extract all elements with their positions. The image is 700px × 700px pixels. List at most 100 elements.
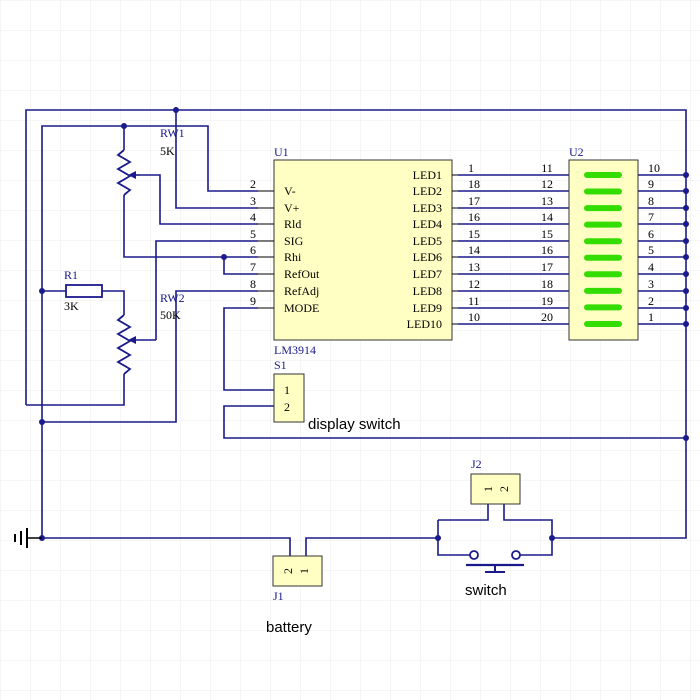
ground-icon: [14, 528, 42, 548]
u1-pin-name: LED5: [413, 234, 442, 248]
u1-pin-num: 17: [468, 194, 480, 208]
j1-ref: J1: [273, 589, 284, 603]
u2-pin-num: 19: [541, 294, 553, 308]
u1-pin-num: 9: [250, 294, 256, 308]
u2-pin-num: 3: [648, 277, 654, 291]
led-segment: [584, 271, 622, 278]
u1-part: LM3914: [274, 343, 316, 357]
led-segment: [584, 172, 622, 178]
u2-pin-num: 1: [648, 310, 654, 324]
u1-pin-name: LED7: [413, 267, 442, 281]
u2-pin-num: 18: [541, 277, 553, 291]
rw1-potentiometer[interactable]: [116, 126, 140, 210]
u2-pin-num: 14: [541, 210, 553, 224]
u1-pin-num: 12: [468, 277, 480, 291]
u1-pin-num: 2: [250, 177, 256, 191]
u2-right-pins: 10 9 8 7 6 5 4 3 2 1: [648, 161, 660, 324]
u1-pin-name: LED2: [413, 184, 442, 198]
s1-header[interactable]: [273, 373, 305, 423]
u1-pin-name: LED1: [413, 168, 442, 182]
u2-pin-num: 15: [541, 227, 553, 241]
u2-pin-num: 9: [648, 177, 654, 191]
u2-rail-wires: [638, 174, 686, 325]
rw2-value: 50K: [160, 308, 181, 322]
u1-pin-name: Rld: [284, 217, 301, 231]
rw1-ref: RW1: [160, 126, 185, 140]
u1-pin-num: 14: [468, 243, 480, 257]
u1-pin-name: LED9: [413, 301, 442, 315]
led-segment: [584, 188, 622, 195]
u2-left-pins: 11 12 13 14 15 16 17 18 19 20: [541, 161, 553, 324]
led-segment: [584, 221, 622, 228]
j2-pin-1: 1: [481, 486, 495, 492]
u2-segments: [584, 172, 622, 327]
u2-pin-num: 20: [541, 310, 553, 324]
led-segment: [584, 320, 622, 327]
u1-pin-name: LED6: [413, 250, 442, 264]
u2-pin-num: 16: [541, 243, 553, 257]
battery-caption: battery: [266, 619, 312, 636]
u2-pin-num: 17: [541, 260, 553, 274]
u1-left-pins: 2 V- 3 V+ 4 Rld 5 SIG 6 Rhi 7 RefOut 8 R…: [250, 177, 320, 315]
wires: [25, 109, 687, 556]
j1-pin-1: 1: [297, 568, 311, 574]
s1-caption: display switch: [308, 416, 401, 433]
u1-pin-num: 13: [468, 260, 480, 274]
j2-header[interactable]: [470, 473, 521, 505]
u2-ref: U2: [569, 145, 584, 159]
u2-pin-num: 5: [648, 243, 654, 257]
push-switch-icon[interactable]: [466, 550, 524, 573]
s1-pin-2: 2: [284, 400, 290, 414]
u1-pin-num: 18: [468, 177, 480, 191]
j1-header[interactable]: [272, 555, 323, 587]
u2-pin-num: 6: [648, 227, 654, 241]
u2-led-bargraph[interactable]: [568, 159, 639, 341]
u1-pin-num: 6: [250, 243, 256, 257]
u1-pin-name: LED10: [407, 317, 442, 331]
led-segment: [584, 287, 622, 294]
u1-pin-name: LED3: [413, 201, 442, 215]
u1-pin-name: RefOut: [284, 267, 320, 281]
j2-ref: J2: [471, 457, 482, 471]
u2-pin-num: 4: [648, 260, 654, 274]
u1-right-pins: LED1 1 LED2 18 LED3 17 LED4 16 LED5 15 L…: [407, 161, 480, 331]
u1-pin-num: 5: [250, 227, 256, 241]
u1-ref: U1: [274, 145, 289, 159]
u1-pin-name: Rhi: [284, 250, 302, 264]
u1-pin-name: SIG: [284, 234, 304, 248]
u1-pin-name: LED4: [413, 217, 442, 231]
u1-pin-name: V+: [284, 201, 300, 215]
u2-pin-num: 7: [648, 210, 654, 224]
r1-value: 3K: [64, 299, 79, 313]
r1-resistor[interactable]: [65, 284, 103, 298]
u1-pin-num: 8: [250, 277, 256, 291]
switch-caption: switch: [465, 582, 507, 599]
u1-pin-name: RefAdj: [284, 284, 319, 298]
u2-pin-num: 8: [648, 194, 654, 208]
rw2-potentiometer[interactable]: [116, 305, 156, 385]
u1-pin-num: 7: [250, 260, 256, 274]
led-segment: [584, 238, 622, 245]
u1-pin-num: 10: [468, 310, 480, 324]
s1-ref: S1: [274, 358, 287, 372]
u2-pin-num: 10: [648, 161, 660, 175]
u1-pin-name: V-: [284, 184, 296, 198]
u1-pin-num: 11: [468, 294, 480, 308]
led-bus: [458, 174, 569, 325]
rw2-ref: RW2: [160, 291, 185, 305]
u2-pin-num: 13: [541, 194, 553, 208]
u2-pin-num: 2: [648, 294, 654, 308]
u2-pin-num: 12: [541, 177, 553, 191]
u1-pin-name: MODE: [284, 301, 319, 315]
led-segment: [584, 304, 622, 311]
led-segment: [584, 254, 622, 261]
u2-pin-num: 11: [541, 161, 553, 175]
j1-pin-2: 2: [281, 568, 295, 574]
j2-pin-2: 2: [497, 486, 511, 492]
u1-chip[interactable]: [258, 159, 458, 341]
u1-pin-name: LED8: [413, 284, 442, 298]
r1-ref: R1: [64, 268, 78, 282]
